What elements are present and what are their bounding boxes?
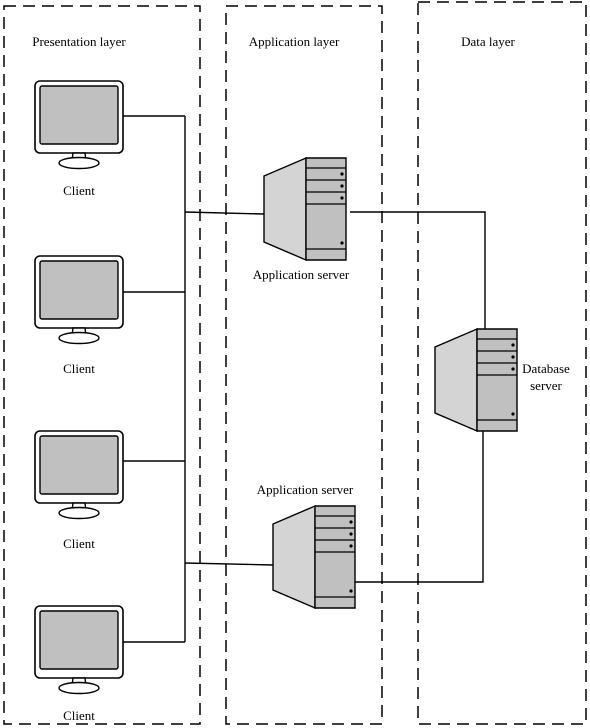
client-label: Client (63, 536, 95, 551)
client-label: Client (63, 361, 95, 376)
monitor-icon (34, 80, 124, 170)
client-label: Client (63, 708, 95, 723)
monitor-icon (34, 605, 124, 695)
server-tower-icon (434, 328, 518, 432)
database-server-label-line1: Database (522, 361, 570, 376)
application-layer-boundary (225, 5, 383, 725)
monitor-icon (34, 255, 124, 345)
bus-to-app-server-1-link (184, 211, 265, 215)
app-server-2-to-db-link (355, 431, 484, 583)
client-3: Client (34, 430, 124, 551)
presentation-layer-label: Presentation layer (32, 34, 126, 49)
server-tower-icon (263, 157, 347, 261)
app-server-1: Application server (253, 157, 350, 282)
database-server-label-line2: server (530, 378, 562, 393)
application-layer-label: Application layer (249, 34, 340, 49)
client-label: Client (63, 183, 95, 198)
bus-to-app-server-2-link (184, 562, 274, 566)
client-1: Client (34, 80, 124, 198)
connections (123, 115, 486, 643)
data-layer-label: Data layer (461, 34, 515, 49)
client-2: Client (34, 255, 124, 376)
app-server-1-to-db-link (350, 211, 486, 332)
monitor-icon (34, 430, 124, 520)
presentation-layer-boundary (3, 5, 201, 725)
app-server-label: Application server (253, 267, 350, 282)
data-layer-boundary (417, 1, 587, 725)
app-server-2: Application server (257, 482, 356, 609)
server-tower-icon (272, 505, 356, 609)
client-4: Client (34, 605, 124, 723)
app-server-label: Application server (257, 482, 354, 497)
database-server: Database server (434, 328, 570, 432)
